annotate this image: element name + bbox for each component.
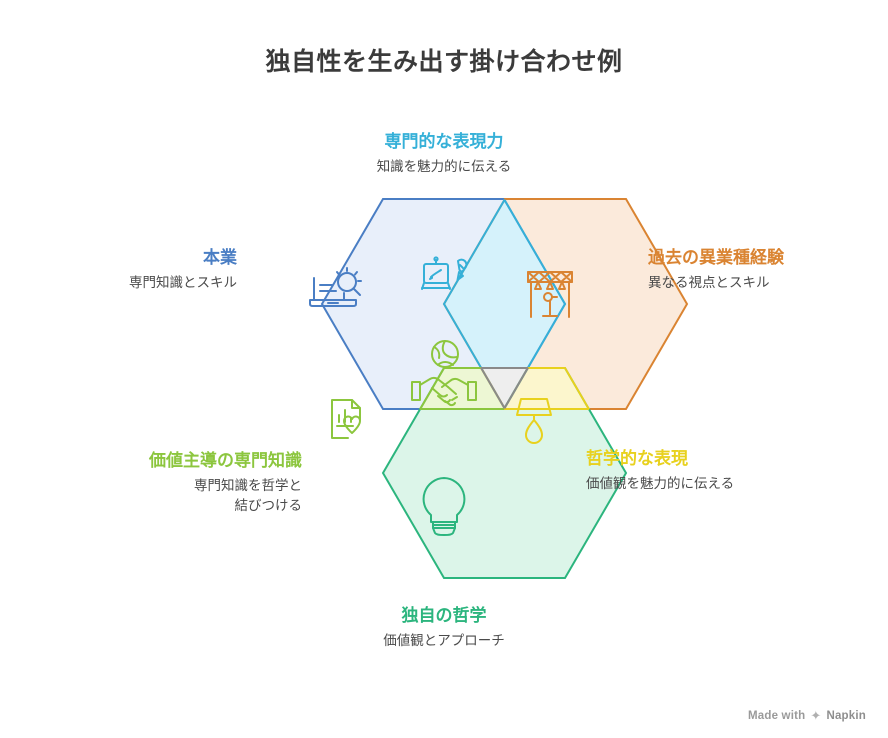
intersection-tetsugakuteki-hyougen-outline <box>444 367 628 409</box>
lightbulb-icon <box>422 477 466 536</box>
label-tetsugakuteki-hyougen: 哲学的な表現 価値観を魅力的に伝える <box>586 448 806 494</box>
napkin-credit: Made with ✦ Napkin <box>748 709 866 722</box>
stage-curtain-microphone-icon <box>527 271 573 318</box>
label-kachi-shudou-subtitle-line2: 結びつける <box>234 497 303 513</box>
label-tetsugakuteki-hyougen-subtitle: 価値観を魅力的に伝える <box>586 475 735 491</box>
label-dokuji-tetsugaku: 独自の哲学 価値観とアプローチ <box>344 605 544 651</box>
label-kako-igyoushu: 過去の異業種経験 異なる視点とスキル <box>648 247 848 293</box>
label-kachi-shudou: 価値主導の専門知識 専門知識を哲学と 結びつける <box>64 450 302 515</box>
label-dokuji-tetsugaku-subtitle: 価値観とアプローチ <box>383 632 505 648</box>
intersection-senmon-hyougen-fill <box>444 199 565 409</box>
napkin-brand-text: Napkin <box>826 709 866 722</box>
intersection-fills <box>383 199 626 409</box>
label-kako-igyoushu-subtitle: 異なる視点とスキル <box>648 274 770 290</box>
label-honkyo-title: 本業 <box>203 248 237 267</box>
label-senmon-hyougen: 専門的な表現力 知識を魅力的に伝える <box>344 131 544 177</box>
label-kachi-shudou-subtitle-line1: 専門知識を哲学と <box>194 477 302 493</box>
made-with-text: Made with <box>747 709 806 722</box>
intersection-outlines <box>381 199 628 410</box>
label-senmon-hyougen-subtitle: 知識を魅力的に伝える <box>376 158 512 174</box>
label-kako-igyoushu-title: 過去の異業種経験 <box>648 248 784 267</box>
intersection-senmon-hyougen-outline <box>442 199 565 409</box>
easel-pen-icon <box>421 256 468 290</box>
label-senmon-hyougen-title: 専門的な表現力 <box>384 132 504 151</box>
lamp-icon <box>516 398 552 444</box>
label-honkyo: 本業 専門知識とスキル <box>54 247 237 293</box>
document-chart-heart-icon <box>331 399 361 439</box>
laptop-search-icon <box>309 267 362 307</box>
handshake-globe-icon <box>411 340 477 407</box>
label-dokuji-tetsugaku-title: 独自の哲学 <box>401 606 487 625</box>
napkin-leaf-icon: ✦ <box>810 708 822 723</box>
label-honkyo-subtitle: 専門知識とスキル <box>129 274 237 290</box>
label-tetsugakuteki-hyougen-title: 哲学的な表現 <box>586 449 688 468</box>
label-kachi-shudou-title: 価値主導の専門知識 <box>149 451 302 470</box>
page-title: 独自性を生み出す掛け合わせ例 <box>265 48 623 76</box>
